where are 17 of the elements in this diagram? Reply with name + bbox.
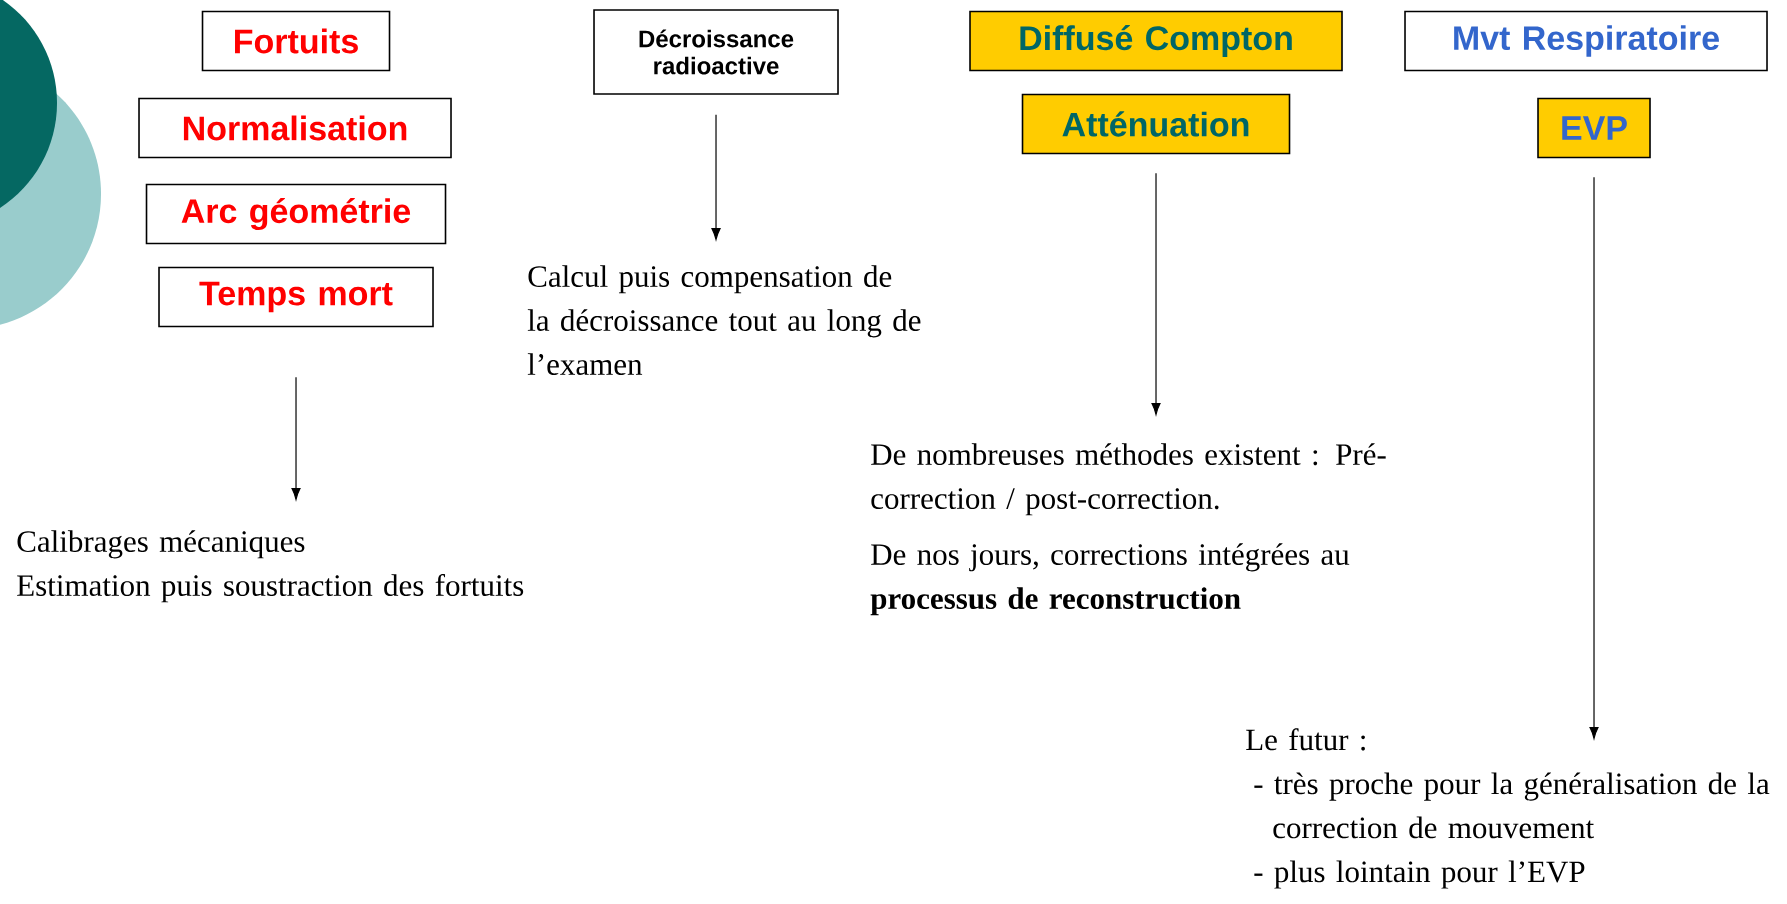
term-box: Diffusé Compton xyxy=(969,10,1343,72)
term-box: Atténuation xyxy=(1021,93,1291,155)
term-box: Normalisation xyxy=(138,97,452,159)
term-box: Arc géométrie xyxy=(145,183,447,245)
description-text: De nombreuses méthodes existent : Pré-correction / post-correction. De nos jours, corrections intégrées au processus de reconstruction xyxy=(870,443,1386,616)
term-box: Mvt Respiratoire xyxy=(1404,10,1768,72)
arrow xyxy=(1151,172,1161,415)
term-box: EVP xyxy=(1537,97,1651,159)
description-text: Calcul puis compensation de la décroissance tout au long de l’examen xyxy=(527,265,921,375)
description-text: Calibrages mécaniques Estimation puis soustraction des fortuits xyxy=(17,530,524,603)
arrow xyxy=(1589,176,1599,739)
term-box: Temps mort xyxy=(158,266,434,328)
arrow xyxy=(291,376,301,500)
term-box: Fortuits xyxy=(201,10,391,72)
term-box: Décroissance radioactive xyxy=(593,9,839,95)
description-text: Le futur : - très proche pour la généralisation de la correction de mouvement - plus lointain pour l’EVP xyxy=(1246,728,1770,889)
arrow xyxy=(711,114,721,240)
